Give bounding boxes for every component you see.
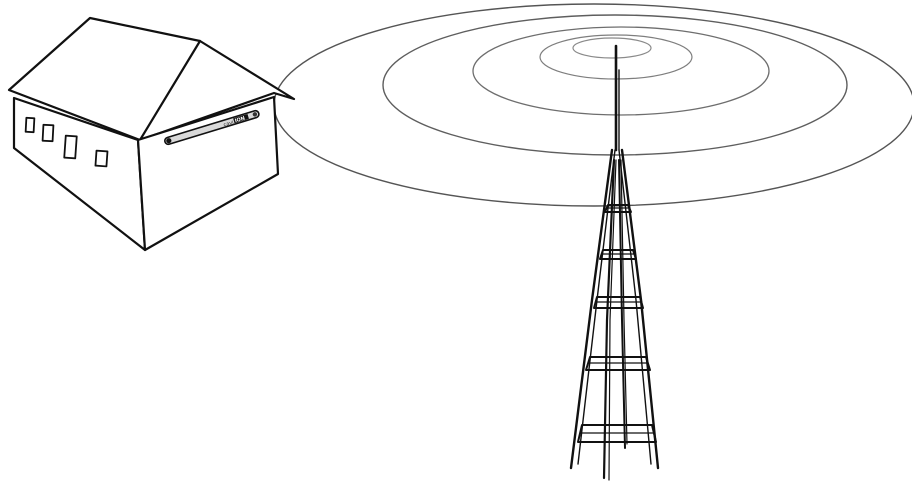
window-4	[95, 151, 107, 167]
window-3	[64, 136, 77, 159]
wave-ring-3	[473, 27, 769, 115]
signal-waves-icon	[274, 4, 912, 206]
wave-ring-1	[274, 4, 912, 206]
radio-tower-icon	[571, 46, 658, 480]
wave-ring-5	[573, 38, 651, 58]
window-1	[26, 118, 35, 132]
house-icon	[9, 18, 294, 250]
window-2	[43, 125, 54, 142]
